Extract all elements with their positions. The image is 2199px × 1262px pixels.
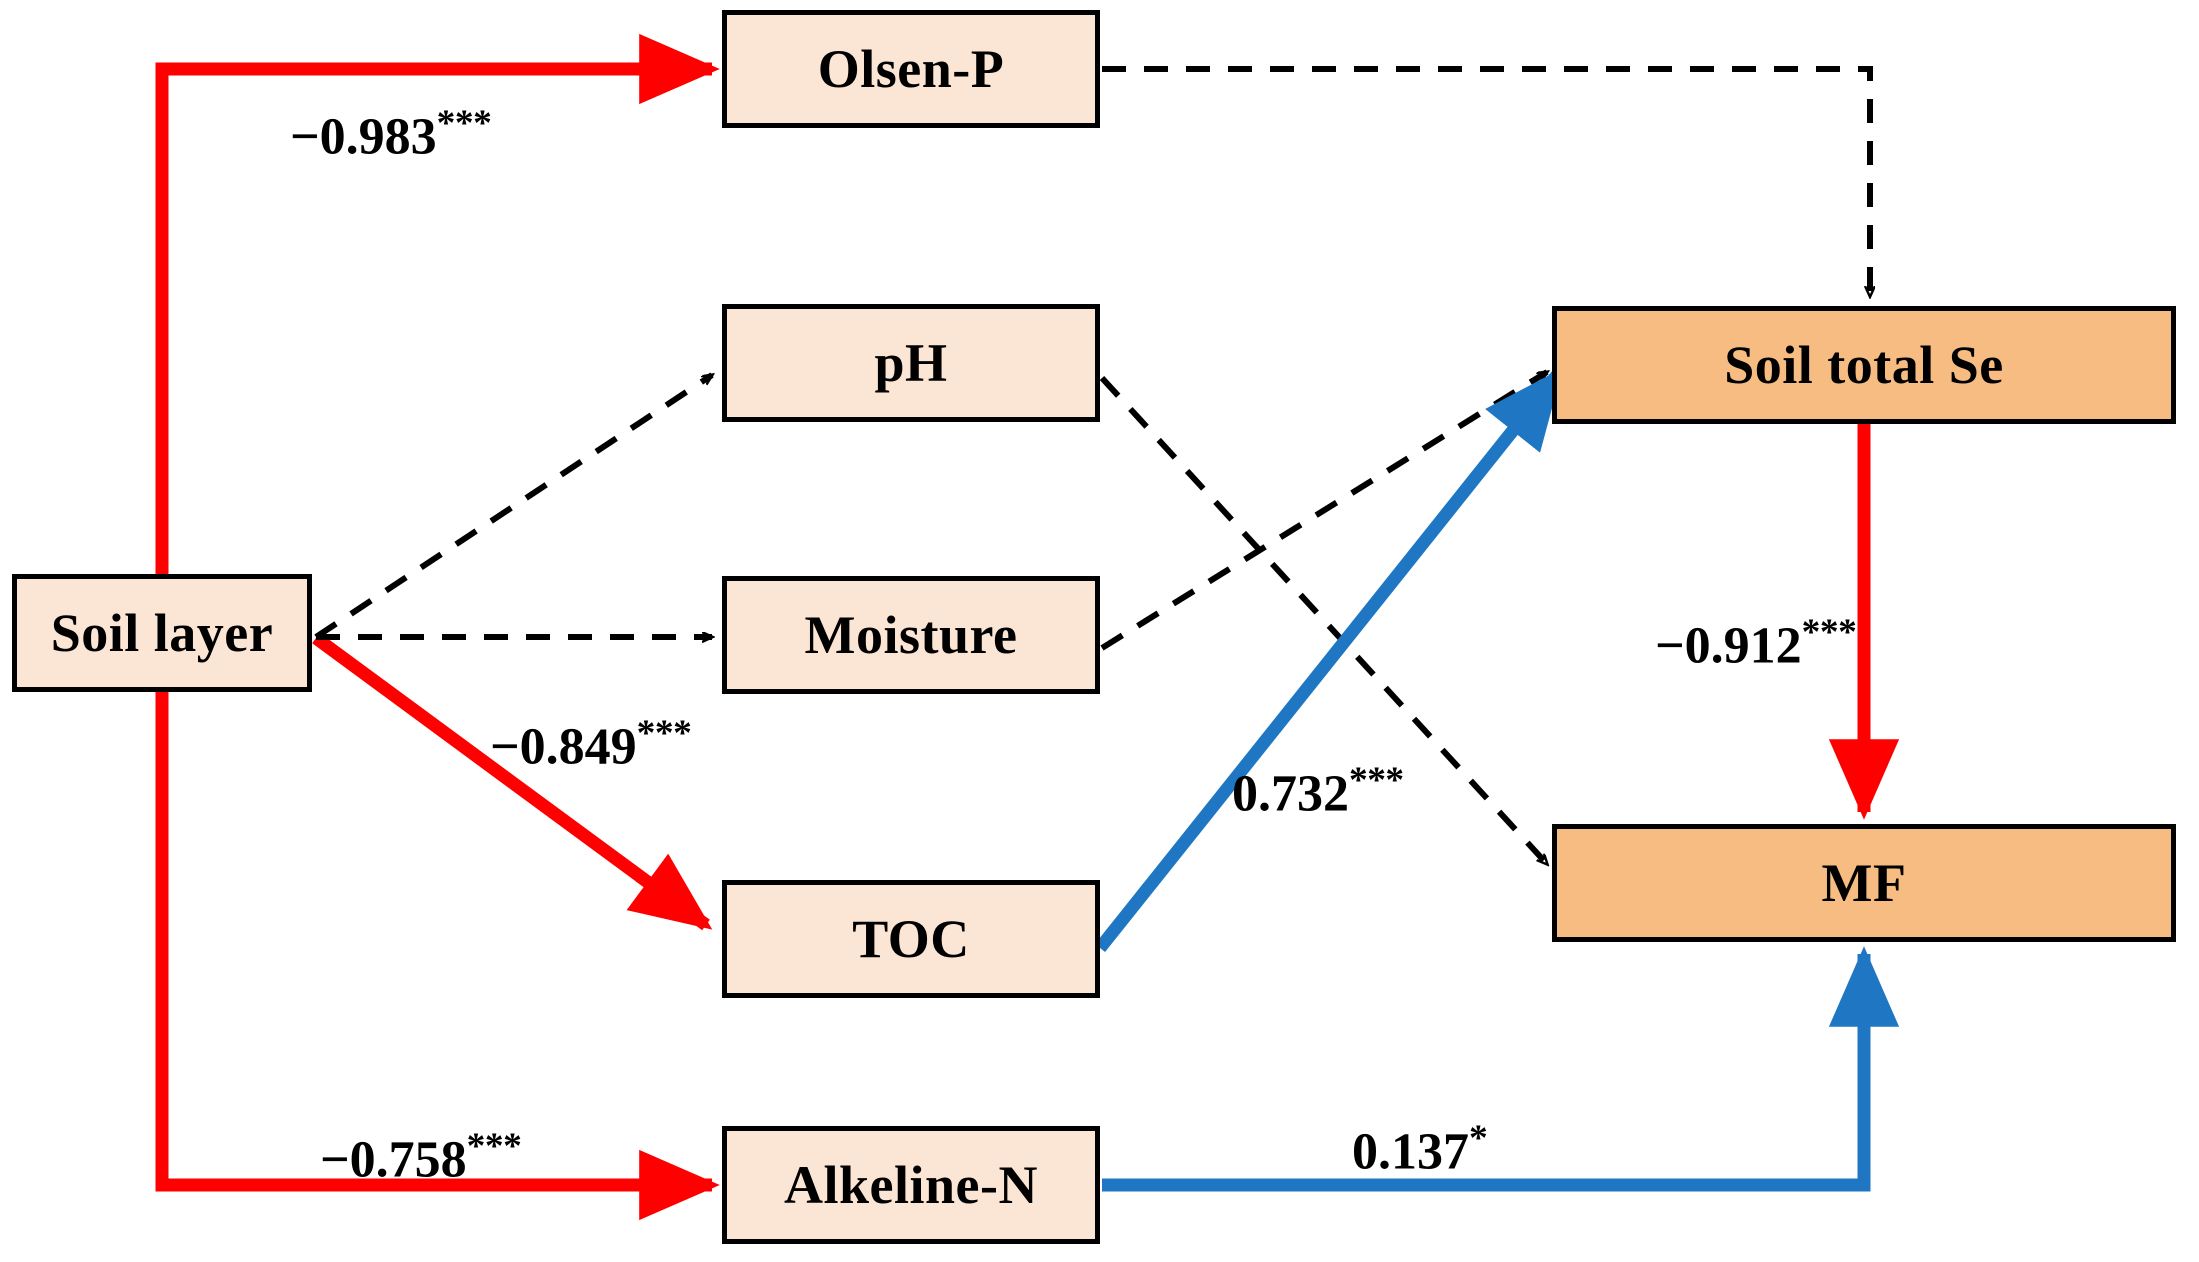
node-ph[interactable]: pH	[722, 304, 1100, 422]
node-soil-layer-label: Soil layer	[50, 603, 274, 663]
node-soil-layer[interactable]: Soil layer	[12, 574, 312, 692]
path-label-toc-to-soil-total-se: 0.732***	[1232, 762, 1404, 820]
node-mf-label: MF	[1821, 853, 1907, 913]
coefficient-value: 0.137	[1352, 1123, 1469, 1181]
path-soil-layer-to-ph	[314, 372, 712, 640]
node-toc-label: TOC	[852, 909, 970, 969]
coefficient-value: −0.758	[320, 1131, 467, 1189]
significance-stars: ***	[636, 713, 692, 754]
node-olsen-p-label: Olsen-P	[817, 39, 1005, 99]
coefficient-value: −0.983	[290, 108, 437, 166]
path-soil-layer-to-toc	[312, 632, 713, 931]
significance-stars: ***	[1801, 612, 1857, 653]
node-alkeline-n-label: Alkeline-N	[784, 1155, 1038, 1215]
coefficient-value: −0.849	[490, 718, 637, 776]
path-toc-to-soil-total-se	[1094, 367, 1564, 953]
path-label-alkeline-n-to-mf: 0.137*	[1352, 1118, 1488, 1181]
significance-stars: ***	[466, 1126, 522, 1167]
node-ph-label: pH	[874, 333, 948, 393]
path-label-soil-layer-to-olsen-p: −0.983***	[290, 103, 492, 166]
path-label-soil-layer-to-toc: −0.849***	[490, 713, 692, 776]
significance-stars: *	[1469, 1118, 1488, 1159]
node-soil-total-se[interactable]: Soil total Se	[1552, 306, 2176, 424]
path-moisture-to-soil-total-se	[1100, 369, 1547, 651]
node-toc[interactable]: TOC	[722, 880, 1100, 998]
path-label-soil-layer-to-alkeline-n: −0.758***	[320, 1126, 522, 1189]
significance-stars: ***	[1349, 760, 1404, 801]
node-moisture[interactable]: Moisture	[722, 576, 1100, 694]
coefficient-value: 0.732	[1232, 765, 1349, 823]
node-soil-total-se-label: Soil total Se	[1724, 335, 2004, 395]
path-label-soil-total-se-to-mf: −0.912***	[1655, 612, 1857, 675]
node-mf[interactable]: MF	[1552, 824, 2176, 942]
node-moisture-label: Moisture	[804, 605, 1018, 665]
node-alkeline-n[interactable]: Alkeline-N	[722, 1126, 1100, 1244]
coefficient-value: −0.912	[1655, 617, 1802, 675]
node-olsen-p[interactable]: Olsen-P	[722, 10, 1100, 128]
path-olsen-p-to-soil-total-se	[1102, 66, 1870, 296]
significance-stars: ***	[436, 103, 492, 144]
